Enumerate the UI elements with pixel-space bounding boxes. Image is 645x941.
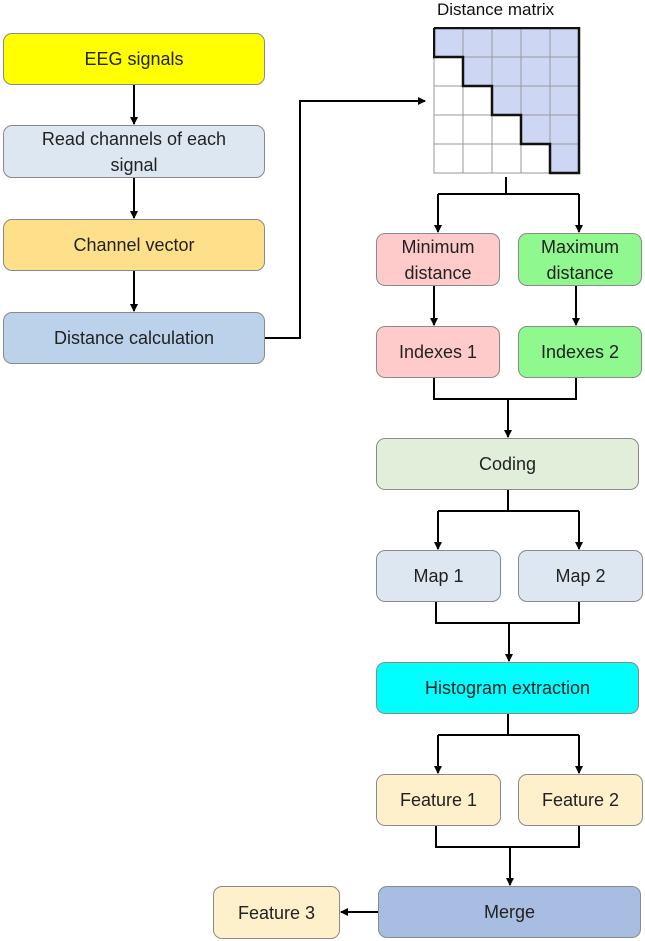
node-feature-1[interactable]: Feature 1 [376,774,501,826]
node-minimum-distance[interactable]: Minimum distance [376,233,500,286]
arrow-idx-to-coding [433,378,577,437]
arrow-coding-split [438,490,579,512]
distance-matrix [433,27,581,175]
matrix-title: Distance matrix [437,0,555,19]
matrix-cell [491,56,522,87]
node-indexes-1[interactable]: Indexes 1 [376,326,500,378]
matrix-upper-triangle-outline [433,27,581,175]
matrix-cell [520,85,551,116]
arrow-features-to-merge [435,826,580,885]
matrix-cell [520,56,551,87]
arrow-hist-split [438,714,579,736]
arrow-maps-to-hist [435,602,580,661]
node-map-1[interactable]: Map 1 [376,550,501,602]
node-histogram-extraction[interactable]: Histogram extraction [376,662,639,714]
node-feature-2[interactable]: Feature 2 [518,774,643,826]
node-channel-vector[interactable]: Channel vector [3,219,265,271]
matrix-cell [462,56,493,87]
matrix-cell [549,85,580,116]
node-maximum-distance[interactable]: Maximum distance [518,233,642,286]
matrix-cell [433,56,464,87]
node-eeg-signals[interactable]: EEG signals [3,33,265,85]
matrix-cell [520,114,551,145]
arrow-distance-to-matrix [265,97,426,339]
arrow-matrix-split [438,177,579,195]
matrix-cell [549,143,580,174]
node-distance-calculation[interactable]: Distance calculation [3,312,265,364]
node-feature-3[interactable]: Feature 3 [213,886,340,939]
node-map-2[interactable]: Map 2 [518,550,643,602]
node-merge[interactable]: Merge [378,886,641,938]
node-coding[interactable]: Coding [376,438,639,490]
matrix-cell [520,143,551,174]
node-read-channels[interactable]: Read channels of each signal [3,125,265,178]
matrix-cell [491,85,522,116]
matrix-cell [433,85,464,116]
node-indexes-2[interactable]: Indexes 2 [518,326,642,378]
